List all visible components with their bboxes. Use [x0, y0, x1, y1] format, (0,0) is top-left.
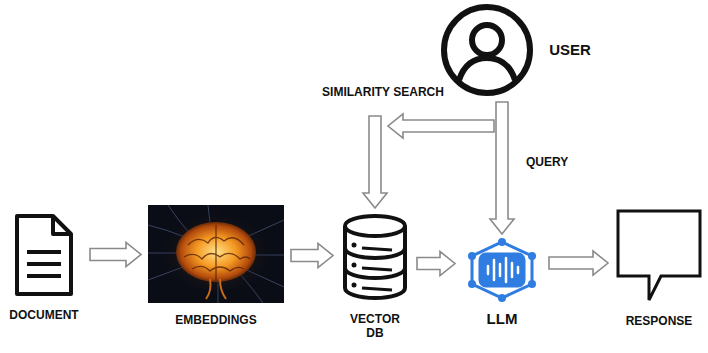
pipeline-node: DOCUMENT: [2, 212, 86, 322]
node-label: EMBEDDINGS: [175, 313, 256, 327]
speech-bubble-icon: [615, 208, 703, 304]
flow-arrow: [291, 244, 333, 268]
node-label: USER: [549, 43, 591, 57]
pipeline-node: EMBEDDINGS: [145, 205, 287, 327]
pipeline-node: RESPONSE: [612, 208, 706, 328]
flow-arrow: [90, 243, 141, 267]
flow-arrow: [363, 114, 494, 208]
hollow-arrow-shape: [417, 252, 455, 276]
node-label: LLM: [487, 312, 518, 326]
hollow-arrow-shape: [90, 243, 141, 267]
pipeline-node: LLM: [459, 238, 545, 326]
hollow-arrow-shape: [549, 251, 608, 275]
document-icon: [13, 212, 75, 298]
flow-arrow: [417, 252, 455, 276]
hollow-arrow-shape: [363, 116, 387, 208]
llm-network-icon: [462, 238, 542, 302]
database-cylinder: [340, 212, 410, 302]
brain-image: [148, 205, 284, 303]
node-label: DOCUMENT: [9, 308, 78, 322]
node-label: VECTOR DB: [348, 312, 402, 340]
user-node: USER: [439, 2, 611, 98]
hollow-arrow-shape: [291, 244, 333, 268]
pipeline-node: VECTOR DB: [337, 212, 413, 340]
node-label: RESPONSE: [626, 314, 693, 328]
edge-label: SIMILARITY SEARCH: [320, 85, 446, 99]
edge-label: QUERY: [524, 155, 570, 169]
hollow-arrow-shape: [388, 114, 494, 138]
flow-arrow: [549, 251, 608, 275]
user-icon: [439, 2, 535, 98]
